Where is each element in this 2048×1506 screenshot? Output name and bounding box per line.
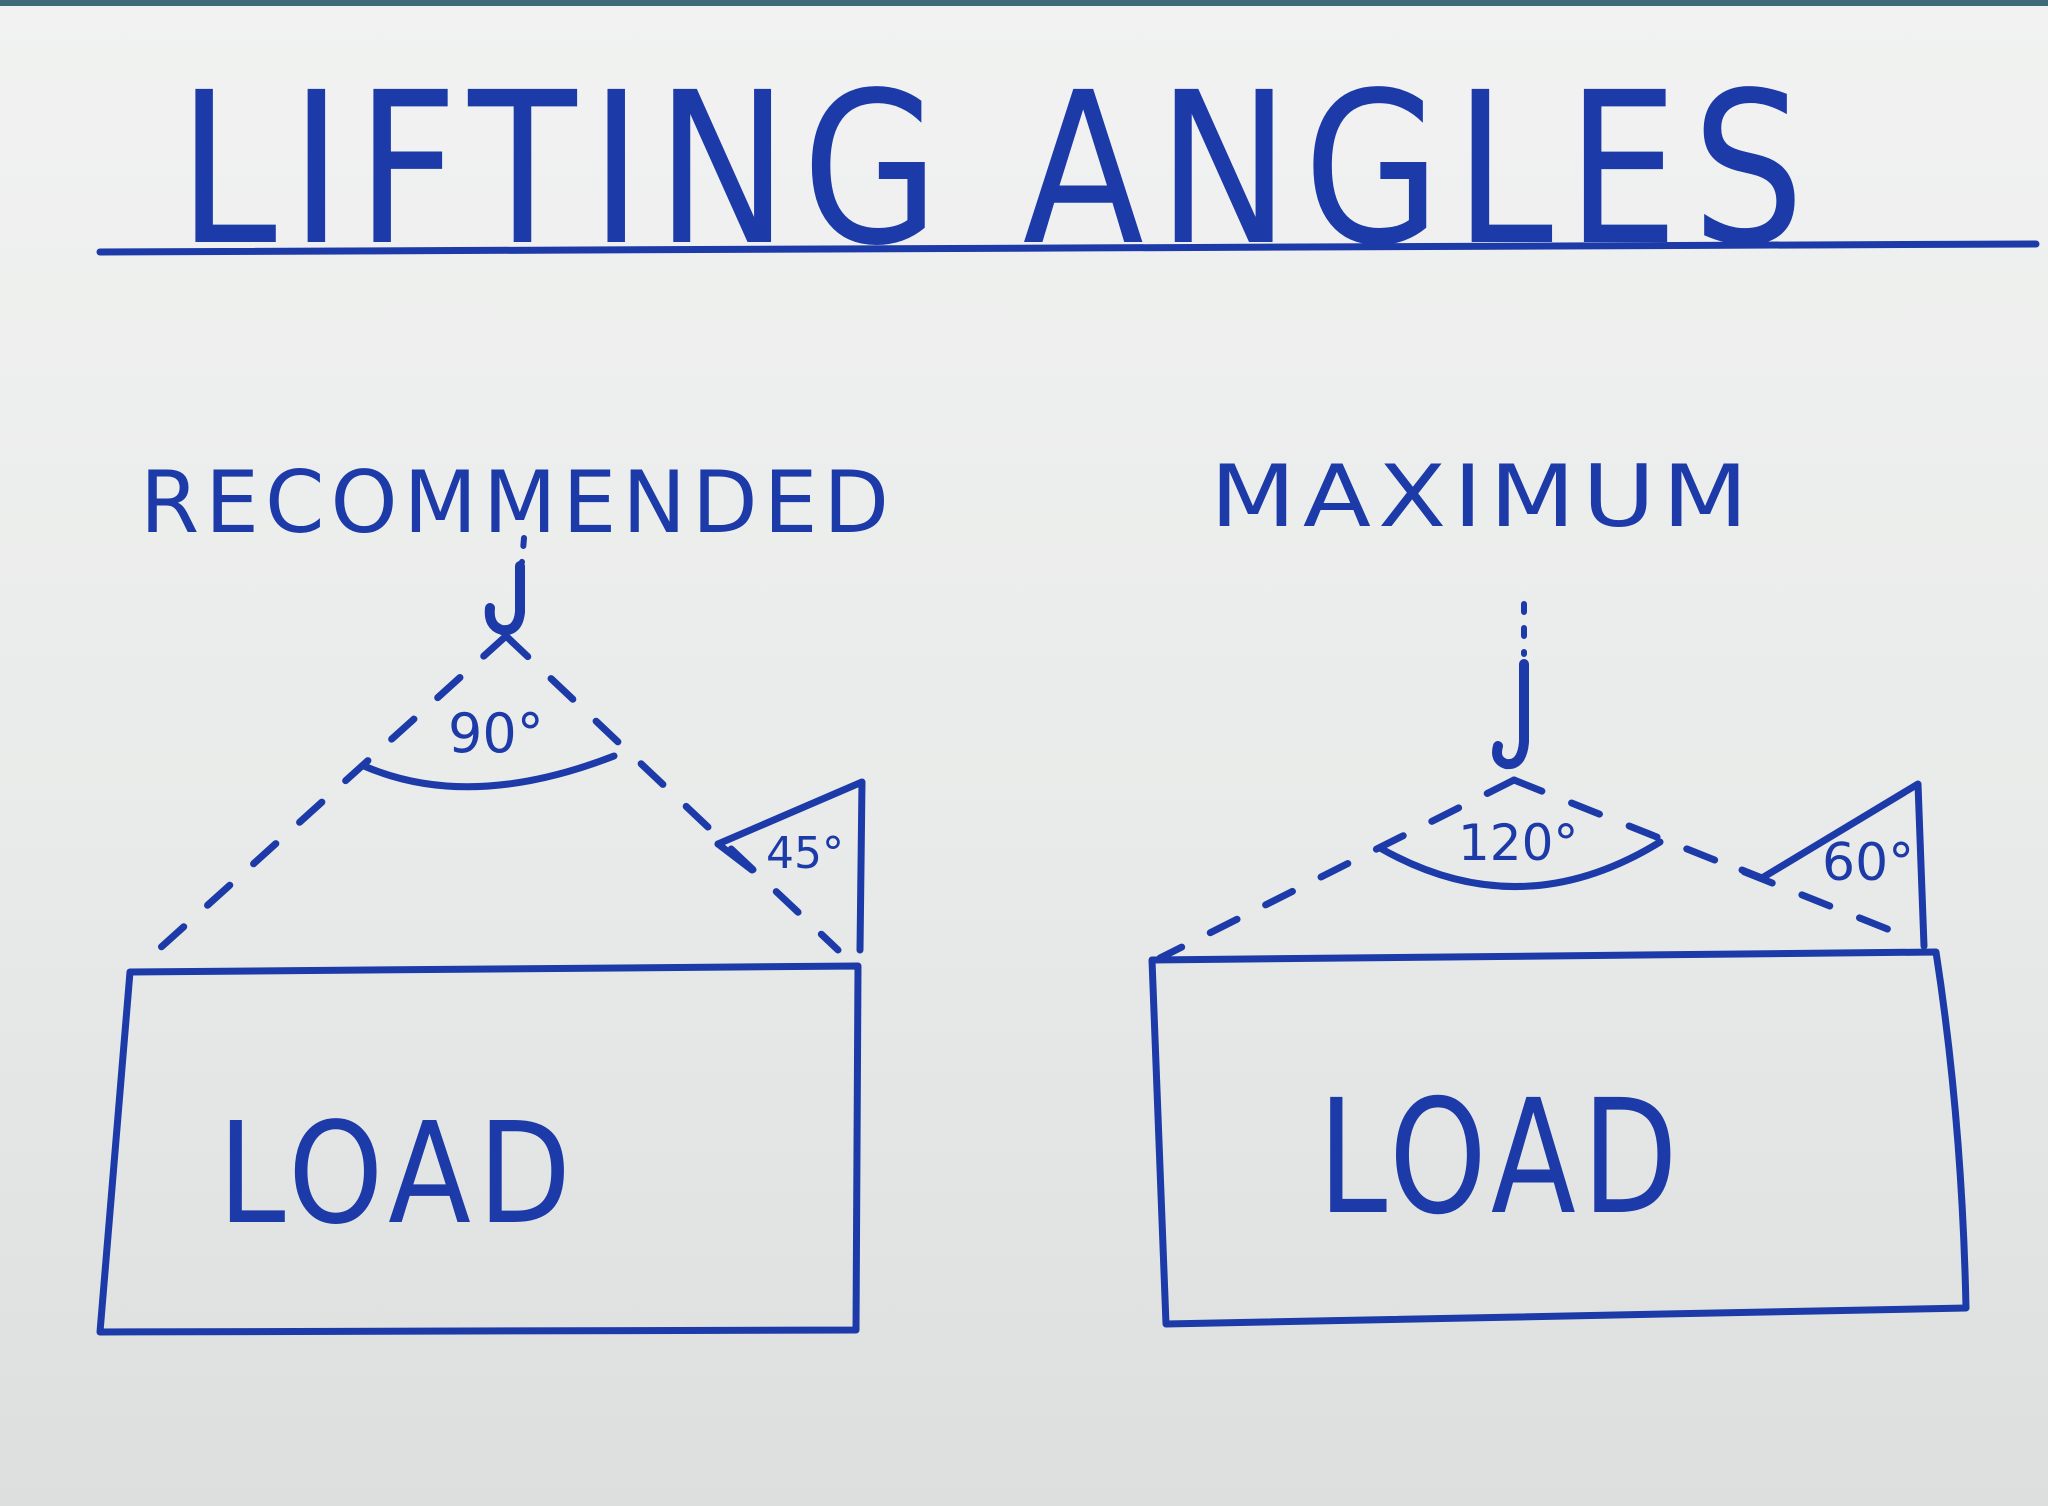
page-title: LIFTING ANGLES — [178, 47, 1818, 292]
crane-hook-icon — [1492, 601, 1529, 770]
panel-heading: RECOMMENDED — [140, 453, 895, 553]
side-angle-marker — [714, 778, 866, 954]
side-angle-label: 45° — [766, 828, 844, 879]
sling-left — [134, 632, 510, 972]
sling-right — [1510, 776, 1914, 942]
title-underline — [96, 240, 2040, 256]
apex-angle-label: 90° — [448, 702, 544, 765]
paper-top-edge — [0, 0, 2048, 6]
panel-recommended: RECOMMENDED 90° 45° LOAD — [96, 453, 895, 1336]
apex-angle-arc — [1376, 838, 1664, 890]
load-box — [1148, 948, 1970, 1328]
load-box — [96, 962, 862, 1336]
load-label: LOAD — [1318, 1066, 1684, 1250]
panel-maximum: MAXIMUM 120° 60° LOAD — [1148, 447, 1970, 1328]
sling-left — [1156, 776, 1518, 962]
apex-angle-arc — [360, 752, 618, 791]
crane-hook-icon — [484, 535, 527, 636]
apex-angle-label: 120° — [1458, 814, 1578, 872]
side-angle-tick — [714, 840, 756, 874]
panel-heading: MAXIMUM — [1210, 447, 1755, 547]
side-angle-label: 60° — [1822, 833, 1914, 893]
load-label: LOAD — [218, 1093, 578, 1256]
sling-right — [502, 632, 842, 954]
side-angle-marker — [1758, 780, 1928, 950]
side-angle-tick — [1738, 866, 1766, 882]
